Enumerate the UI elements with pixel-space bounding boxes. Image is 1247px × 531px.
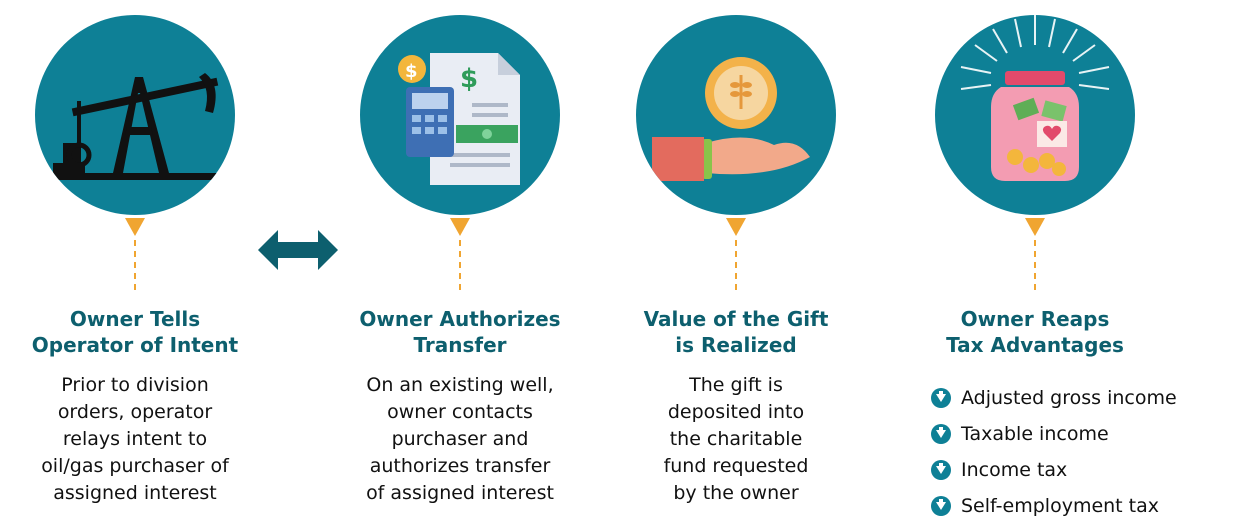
- step-owner-authorizes: $ $ Owner Authorizes Transfer On an exis…: [310, 0, 620, 531]
- calculator-invoice-icon: $ $: [360, 15, 560, 215]
- svg-text:$: $: [460, 64, 478, 94]
- step-gift-realized: Value of the Gift is Realized The gift i…: [590, 0, 900, 531]
- connector-arrow: [125, 218, 145, 291]
- connector-arrow: [450, 218, 470, 291]
- hand-coin-icon: [636, 15, 836, 215]
- connector-arrow: [1025, 218, 1045, 291]
- step-owner-tells: Owner Tells Operator of Intent Prior to …: [0, 0, 310, 531]
- double-arrow-icon: [258, 230, 338, 270]
- list-item: Adjusted gross income: [931, 380, 1177, 416]
- step-description: Prior to division orders, operator relay…: [41, 374, 229, 504]
- list-item: Income tax: [931, 452, 1177, 488]
- down-arrow-icon: [931, 424, 951, 444]
- step-tax-advantages: Owner Reaps Tax Advantages: [900, 0, 1210, 531]
- step-title: Value of the Gift is Realized: [643, 307, 829, 357]
- down-arrow-icon: [931, 460, 951, 480]
- step-title: Owner Authorizes Transfer: [359, 307, 561, 357]
- step-description: The gift is deposited into the charitabl…: [663, 374, 809, 504]
- step-title: Owner Tells Operator of Intent: [31, 307, 239, 357]
- down-arrow-icon: [931, 496, 951, 516]
- step-title: Owner Reaps Tax Advantages: [946, 307, 1124, 357]
- list-item: Taxable income: [931, 416, 1177, 452]
- tax-advantages-list: Adjusted gross income Taxable income Inc…: [931, 380, 1177, 524]
- svg-text:$: $: [405, 61, 418, 82]
- down-arrow-icon: [931, 388, 951, 408]
- step-description: On an existing well, owner contacts purc…: [366, 374, 554, 504]
- money-jar-icon: [935, 15, 1135, 215]
- connector-arrow: [726, 218, 746, 291]
- oil-pumpjack-icon: [35, 15, 235, 215]
- list-item: Self-employment tax: [931, 488, 1177, 524]
